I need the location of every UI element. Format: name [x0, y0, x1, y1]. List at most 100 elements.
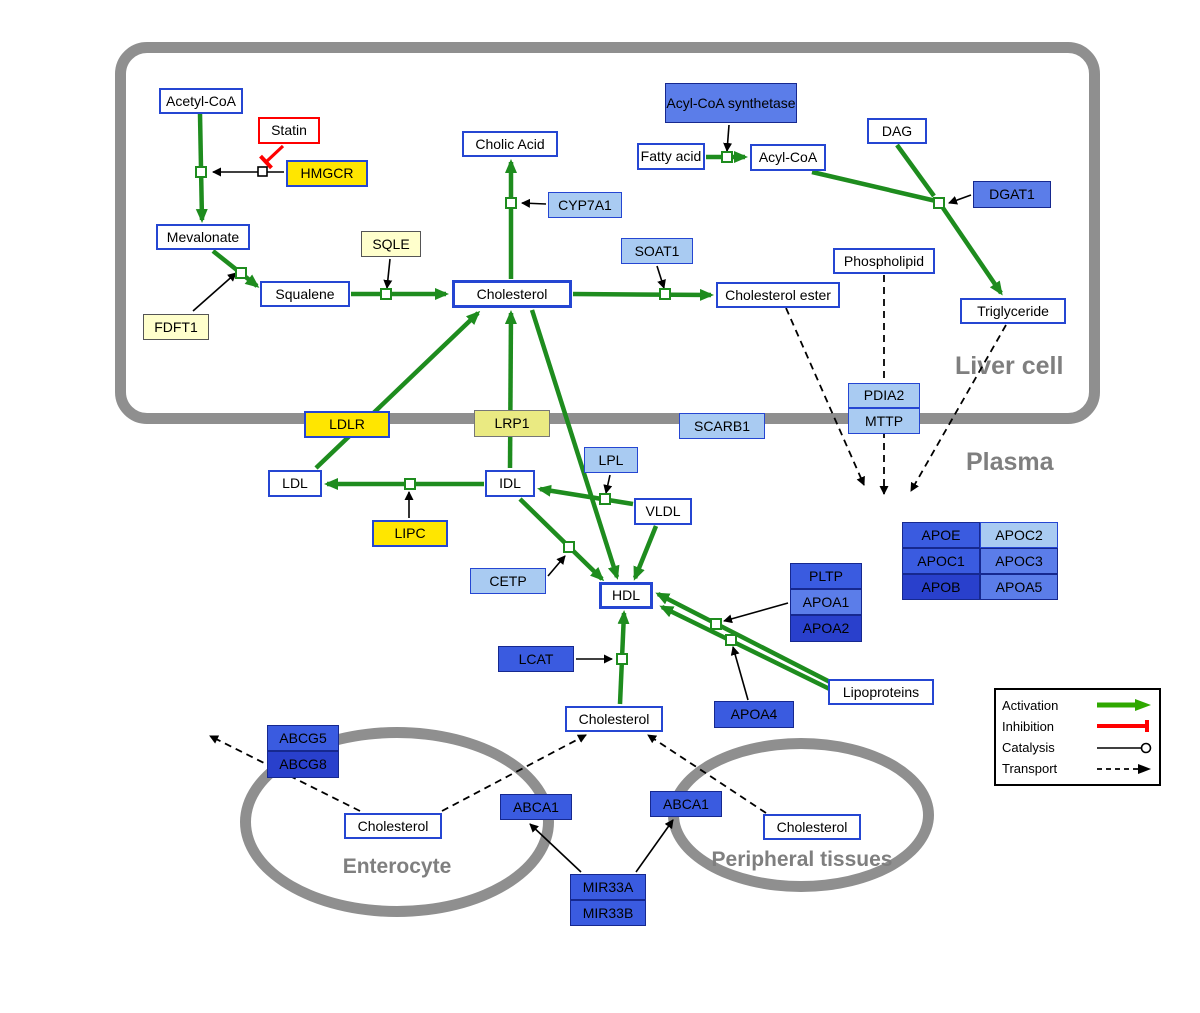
node-apoa2[interactable]: APOA2 [790, 615, 862, 642]
node-apoa5[interactable]: APOA5 [980, 574, 1058, 600]
enterocyte-label: Enterocyte [342, 855, 452, 878]
node-idl[interactable]: IDL [485, 470, 535, 497]
node-fdft1[interactable]: FDFT1 [143, 314, 209, 340]
node-lcat[interactable]: LCAT [498, 646, 574, 672]
node-lipc[interactable]: LIPC [372, 520, 448, 547]
legend-catalysis-label: Catalysis [1002, 740, 1055, 756]
peripheral-tissues-label: Peripheral tissues [711, 848, 893, 871]
edge-acylcoa-dgat-junction [811, 169, 937, 204]
liver-cell-container [115, 42, 1100, 424]
legend: Activation Inhibition Catalysis Transpor… [994, 688, 1161, 786]
reaction-node-dgat1 [933, 197, 945, 209]
reaction-node-apoa4 [725, 634, 737, 646]
node-apoa1[interactable]: APOA1 [790, 589, 862, 615]
legend-transport: Transport [1002, 759, 1153, 779]
node-squalene[interactable]: Squalene [260, 281, 350, 307]
node-cholesterol-enterocyte[interactable]: Cholesterol [344, 813, 442, 839]
node-hdl[interactable]: HDL [599, 582, 653, 609]
node-cetp[interactable]: CETP [470, 568, 546, 594]
reaction-node-soat1 [659, 288, 671, 300]
node-abca1-enterocyte[interactable]: ABCA1 [500, 794, 572, 820]
edge-idl-hdl [518, 497, 605, 582]
liver-cell-label: Liver cell [955, 352, 1064, 380]
node-lipoproteins[interactable]: Lipoproteins [828, 679, 934, 705]
node-mttp[interactable]: MTTP [848, 408, 920, 434]
node-soat1[interactable]: SOAT1 [621, 238, 693, 264]
node-apoc2[interactable]: APOC2 [980, 522, 1058, 548]
node-acyl-coa[interactable]: Acyl-CoA [750, 144, 826, 171]
node-mir33a[interactable]: MIR33A [570, 874, 646, 900]
node-abcg5[interactable]: ABCG5 [267, 725, 339, 751]
node-apoc3[interactable]: APOC3 [980, 548, 1058, 574]
edge-vldl-hdl [632, 525, 659, 581]
reaction-node-lpl [599, 493, 611, 505]
node-ldl[interactable]: LDL [268, 470, 322, 497]
node-cyp7a1[interactable]: CYP7A1 [548, 192, 622, 218]
catalysis-sqle [383, 258, 393, 289]
regulation-mir33-abca1-right [635, 819, 674, 873]
catalysis-edges [192, 124, 972, 873]
node-dgat1[interactable]: DGAT1 [973, 181, 1051, 208]
inhibition-edge [259, 144, 285, 170]
node-vldl[interactable]: VLDL [634, 498, 692, 525]
transport-triglyceride-plasma [910, 324, 1007, 492]
node-cholesterol-liver[interactable]: Cholesterol [452, 280, 572, 308]
node-apoa4[interactable]: APOA4 [714, 701, 794, 728]
legend-activation: Activation [1002, 695, 1153, 715]
node-abcg8[interactable]: ABCG8 [267, 751, 339, 778]
edge-dag-dgat-junction [895, 143, 936, 198]
node-dag[interactable]: DAG [867, 118, 927, 144]
inhibition-tbar-icon [1097, 720, 1149, 733]
node-apob[interactable]: APOB [902, 574, 980, 600]
enterocyte-container [240, 727, 554, 917]
node-cholic-acid[interactable]: Cholic Acid [462, 131, 558, 157]
node-mevalonate[interactable]: Mevalonate [156, 224, 250, 250]
reaction-node-cyp7a1 [505, 197, 517, 209]
reaction-node-sqle [380, 288, 392, 300]
node-phospholipid[interactable]: Phospholipid [833, 248, 935, 274]
transport-cholesterolester-plasma [785, 307, 865, 486]
reaction-node-fdft1 [235, 267, 247, 279]
edge-vldl-idl [537, 484, 634, 507]
node-acyl-coa-synthetase[interactable]: Acyl-CoA synthetase [665, 83, 797, 123]
catalysis-apoa-stack [723, 602, 789, 624]
edge-cholesterol-cholesterolester [572, 288, 714, 301]
node-statin[interactable]: Statin [258, 117, 320, 144]
node-fatty-acid[interactable]: Fatty acid [637, 143, 705, 170]
edge-ldl-cholesterol [314, 310, 481, 470]
catalysis-lpl [603, 474, 613, 494]
node-cholesterol-ester[interactable]: Cholesterol ester [716, 282, 840, 308]
node-pltp[interactable]: PLTP [790, 563, 862, 589]
node-mir33b[interactable]: MIR33B [570, 900, 646, 926]
node-ldlr[interactable]: LDLR [304, 411, 390, 438]
catalysis-cyp7a1 [521, 198, 547, 208]
node-sqle[interactable]: SQLE [361, 231, 421, 257]
reaction-node-hmgcr [195, 166, 207, 178]
node-acetyl-coa[interactable]: Acetyl-CoA [159, 88, 243, 114]
transport-enterocyte-efflux [209, 735, 361, 812]
legend-inhibition-label: Inhibition [1002, 718, 1055, 734]
reaction-node-cetp [563, 541, 575, 553]
node-lpl[interactable]: LPL [584, 447, 638, 473]
node-lrp1[interactable]: LRP1 [474, 410, 550, 437]
node-triglyceride[interactable]: Triglyceride [960, 298, 1066, 324]
catalysis-dgat1 [948, 194, 972, 205]
legend-catalysis: Catalysis [1002, 738, 1153, 758]
edge-lipoproteins-hdl-lower [659, 604, 849, 701]
transport-enterocyte-plasma [441, 734, 587, 812]
node-abca1-peripheral[interactable]: ABCA1 [650, 791, 722, 817]
reaction-node-lcat [616, 653, 628, 665]
plasma-label: Plasma [966, 448, 1054, 476]
activation-arrow-icon [1097, 699, 1151, 711]
node-cholesterol-peripheral[interactable]: Cholesterol [763, 814, 861, 840]
node-hmgcr[interactable]: HMGCR [286, 160, 368, 187]
reaction-node-apoa-stack [710, 618, 722, 630]
node-cholesterol-plasma[interactable]: Cholesterol [565, 706, 663, 732]
node-apoc1[interactable]: APOC1 [902, 548, 980, 574]
node-pdia2[interactable]: PDIA2 [848, 383, 920, 408]
catalysis-circle-icon [1097, 742, 1152, 753]
node-scarb1[interactable]: SCARB1 [679, 413, 765, 439]
node-apoe[interactable]: APOE [902, 522, 980, 548]
